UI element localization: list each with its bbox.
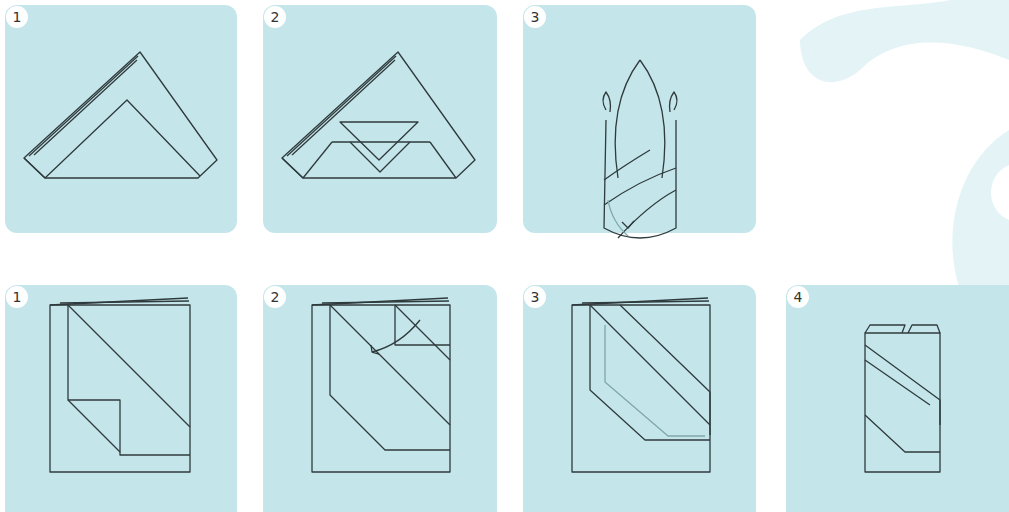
- decor-swirl: [952, 130, 1009, 290]
- step-number-badge: 3: [524, 286, 546, 308]
- step-number: 1: [13, 10, 22, 24]
- step-number-badge: 4: [787, 286, 809, 308]
- decor-swirl: [800, 0, 1009, 82]
- step-panels: [5, 5, 1009, 512]
- step-number-badge: 1: [6, 6, 28, 28]
- step-number: 4: [794, 290, 803, 304]
- step-number-badge: 2: [264, 6, 286, 28]
- step-number-badge: 1: [6, 286, 28, 308]
- step-number-badge: 3: [524, 6, 546, 28]
- step-number: 3: [531, 10, 540, 24]
- napkin-lines: [24, 52, 940, 472]
- step-number: 3: [531, 290, 540, 304]
- step-number-badge: 2: [264, 286, 286, 308]
- step-number: 1: [13, 290, 22, 304]
- decor-swirl: [991, 165, 1009, 220]
- step-number: 2: [271, 10, 280, 24]
- step-number: 2: [271, 290, 280, 304]
